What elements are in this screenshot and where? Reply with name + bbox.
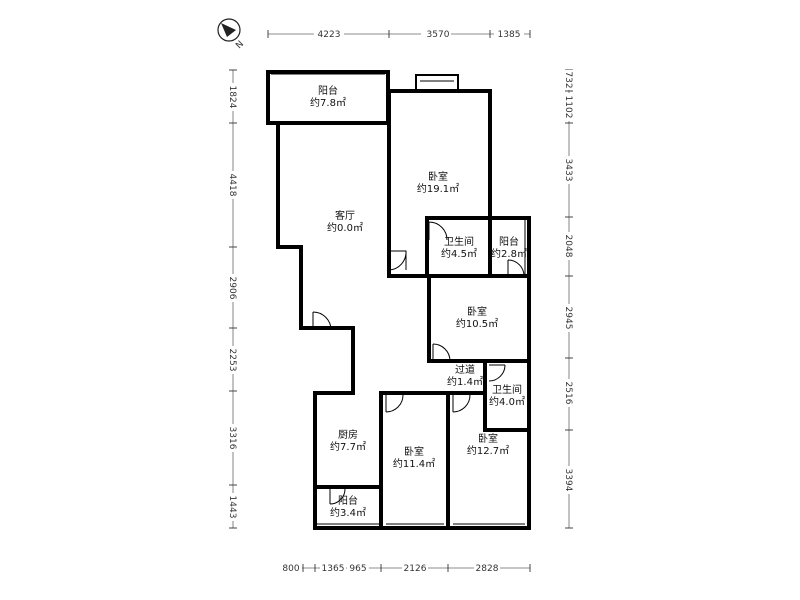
- bay-window: [415, 74, 459, 92]
- dim-right-5: 2945: [563, 307, 573, 330]
- door-bedroom-1: [388, 250, 407, 271]
- dim-left-2: 4418: [227, 174, 237, 197]
- dim-right-2: 1102: [563, 96, 573, 119]
- room-area-bedroom-2: 约10.5㎡: [456, 317, 498, 330]
- room-name-bathroom-2: 卫生间: [492, 383, 522, 396]
- dimension-bottom: 800 1365 965 2126 2828: [280, 561, 531, 574]
- dim-left-1: 1824: [227, 86, 237, 109]
- bedroom-2-walls: [427, 274, 531, 363]
- room-name-balcony-bottom: 阳台: [338, 494, 358, 507]
- room-area-kitchen: 约7.7㎡: [330, 440, 366, 453]
- room-area-bathroom-1: 约4.5㎡: [441, 247, 477, 260]
- room-name-living: 客厅: [335, 209, 355, 222]
- room-area-balcony-mid: 约2.8㎡: [491, 247, 527, 260]
- dim-bottom-4: 2126: [404, 564, 427, 574]
- room-area-bedroom-3: 约11.4㎡: [393, 457, 435, 470]
- door-bedroom-4: [452, 394, 471, 413]
- bedroom-1-walls: [387, 89, 492, 220]
- room-name-corridor: 过道: [455, 363, 475, 376]
- dim-bottom-5: 2828: [476, 564, 499, 574]
- room-area-bathroom-2: 约4.0㎡: [489, 395, 525, 408]
- room-name-bedroom-3: 卧室: [404, 445, 424, 458]
- room-area-living: 约0.0㎡: [327, 221, 363, 234]
- room-name-bathroom-1: 卫生间: [444, 235, 474, 248]
- room-area-corridor: 约1.4㎡: [447, 375, 483, 388]
- room-area-bedroom-4: 约12.7㎡: [467, 444, 509, 457]
- room-name-bedroom-1: 卧室: [428, 170, 448, 183]
- room-name-kitchen: 厨房: [338, 428, 358, 441]
- dim-top-2: 3570: [427, 30, 450, 40]
- dimension-left: 1824 4418 2906 2253 3316 1443: [227, 69, 240, 529]
- walls: [266, 70, 531, 530]
- compass-label: N: [234, 39, 246, 51]
- door-balcony-mid: [507, 259, 525, 277]
- room-area-bedroom-1: 约19.1㎡: [417, 182, 459, 195]
- door-living: [312, 311, 332, 331]
- compass-needle-icon: [221, 23, 236, 37]
- doors: [312, 221, 525, 505]
- dim-top-1: 4223: [318, 30, 341, 40]
- living-room-walls: [276, 121, 355, 393]
- dim-left-5: 3316: [227, 427, 237, 450]
- dim-right-1: 732: [563, 71, 573, 88]
- room-area-balcony-bottom: 约3.4㎡: [330, 506, 366, 519]
- dim-right-3: 3433: [563, 159, 573, 182]
- compass: N: [217, 18, 246, 51]
- door-bedroom-3: [385, 394, 404, 413]
- room-name-bedroom-2: 卧室: [467, 305, 487, 318]
- room-name-balcony-mid: 阳台: [499, 235, 519, 248]
- dim-top-3: 1385: [498, 30, 521, 40]
- door-bathroom-1: [428, 221, 448, 241]
- dim-right-7: 3394: [563, 469, 573, 492]
- room-name-bedroom-4: 卧室: [478, 432, 498, 445]
- room-name-balcony-top: 阳台: [318, 84, 338, 97]
- door-bedroom-2: [432, 343, 451, 362]
- dim-left-6: 1443: [227, 496, 237, 519]
- dim-left-4: 2253: [227, 349, 237, 372]
- door-bathroom-2: [488, 364, 506, 382]
- dim-bottom-3: 965: [349, 564, 366, 574]
- dimension-right: 732 1102 3433 2048 2945 2516 3394: [563, 69, 576, 529]
- dim-bottom-2: 1365: [322, 564, 345, 574]
- dim-left-3: 2906: [227, 277, 237, 300]
- dim-bottom-1: 800: [282, 564, 299, 574]
- door-balcony-bottom: [329, 488, 346, 505]
- room-area-balcony-top: 约7.8㎡: [310, 96, 346, 109]
- dimension-top: 4223 3570 1385: [267, 27, 531, 40]
- dim-right-4: 2048: [563, 235, 573, 258]
- dim-right-6: 2516: [563, 382, 573, 405]
- room-labels: 阳台 约7.8㎡ 客厅 约0.0㎡ 卧室 约19.1㎡ 卫生间 约4.5㎡ 阳台…: [310, 84, 527, 519]
